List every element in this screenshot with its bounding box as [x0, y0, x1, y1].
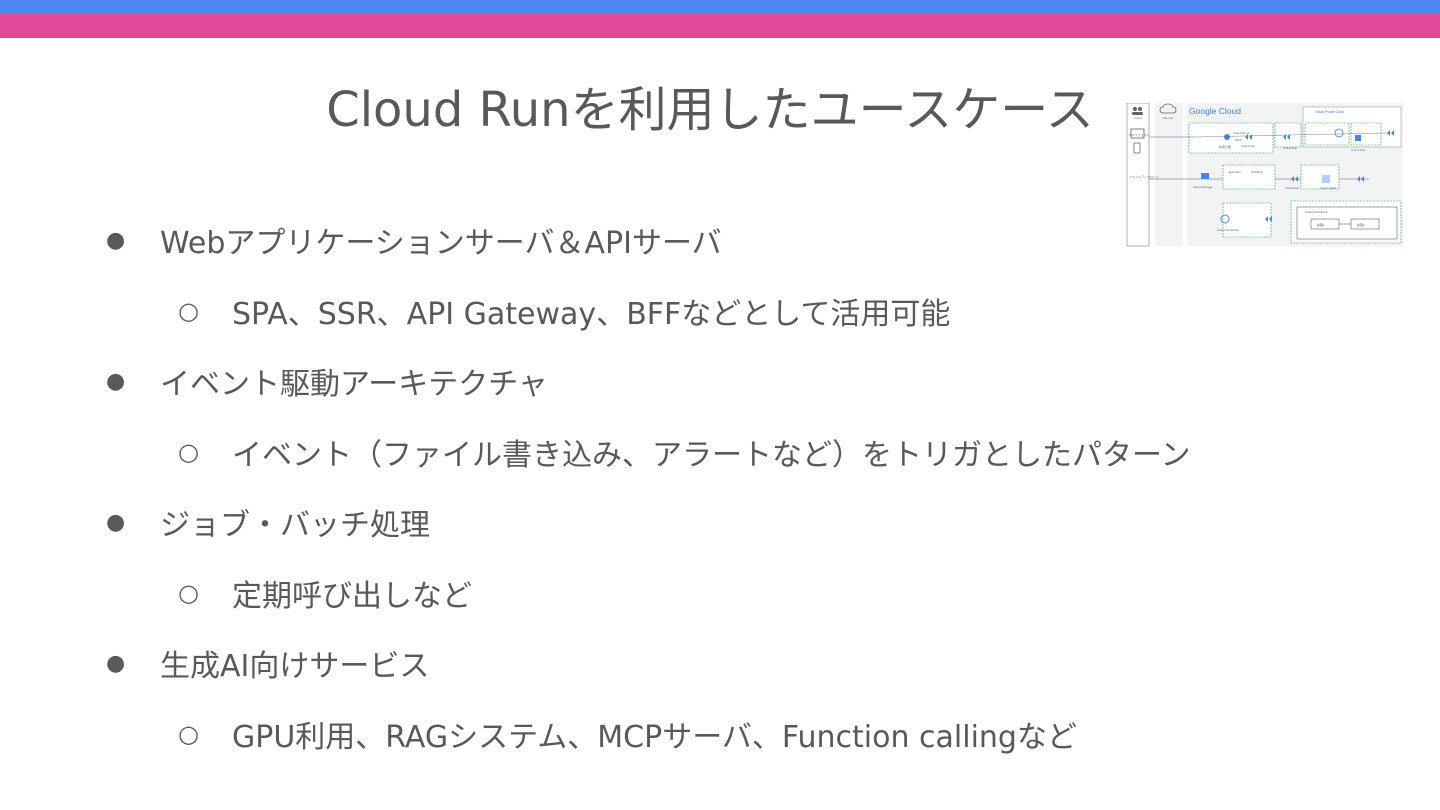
workflow-group — [1290, 200, 1402, 244]
step1-box — [1310, 218, 1340, 230]
cloud-run-icon-6 — [1265, 216, 1272, 222]
top-accent-bar-pink — [0, 14, 1440, 38]
cloud-sql-icon — [1355, 135, 1361, 141]
sub-bullet-item-web: ○ SPA、SSR、API Gateway、BFFなどとして活用可能 — [178, 291, 951, 332]
lb-group — [1188, 122, 1274, 154]
sub-bullet-marker: ○ — [178, 297, 199, 325]
cloud-workflows-label: Cloud Workflows — [1305, 210, 1328, 214]
bullet-marker: ● — [106, 509, 126, 535]
sub-bullet-marker: ○ — [178, 438, 199, 466]
sub-bullet-item-event: ○ イベント（ファイル書き込み、アラートなど）をトリガとしたパターン — [178, 432, 1191, 473]
event-group — [1222, 164, 1276, 190]
bullet-item-event: ● イベント駆動アーキテクチャ — [106, 361, 548, 402]
file-upload-label: ファイルアップロード — [1129, 174, 1159, 179]
bullet-text: 生成AI向けサービス — [160, 649, 430, 684]
google-cloud-brand: Google Cloud — [1189, 106, 1241, 116]
cloud-scheduler-icon — [1220, 214, 1230, 224]
sub-bullet-item-batch: ○ 定期呼び出しなど — [178, 573, 472, 614]
cloud-run-icon-4 — [1291, 176, 1298, 182]
top-accent-bar-blue — [0, 0, 1440, 14]
cloud-run-icon-1 — [1245, 134, 1252, 140]
sub-bullet-text: 定期呼び出しなど — [232, 579, 472, 614]
sub-bullet-marker: ○ — [178, 579, 199, 607]
cloud-scheduler-label: Cloud Scheduler — [1217, 228, 1239, 232]
waf-label: WAF — [1235, 138, 1242, 142]
sub-bullet-marker: ○ — [178, 720, 199, 748]
bullet-text: Webアプリケーションサーバ＆APIサーバ — [160, 226, 722, 261]
sub-bullet-text: GPU利用、RAGシステム、MCPサーバ、Function callingなど — [232, 720, 1077, 755]
vpc-label: Virtual Private Cloud — [1315, 110, 1344, 114]
cloud-run-label-1: Cloud Run — [1241, 144, 1256, 148]
internet-column — [1155, 103, 1183, 246]
workflows-box — [1296, 206, 1398, 240]
serverless-vpc-group — [1304, 122, 1350, 146]
internal-access-group — [1350, 122, 1382, 146]
laptop-icon — [1130, 128, 1145, 139]
client-label: Client — [1134, 116, 1142, 120]
bullet-item-web: ● Webアプリケーションサーバ＆APIサーバ — [106, 220, 722, 261]
bullet-marker: ● — [106, 650, 126, 676]
client-column — [1126, 103, 1150, 247]
sub-bullet-item-genai: ○ GPU利用、RAGシステム、MCPサーバ、Function callingな… — [178, 714, 1077, 755]
scheduler-group — [1222, 202, 1272, 238]
cloud-sql-label: Cloud SQL — [1351, 148, 1366, 152]
api-request-label: API リクエスト — [1129, 132, 1150, 137]
cloud-storage-icon — [1201, 173, 1209, 179]
cloud-icon — [1159, 103, 1177, 114]
step2-label: 処理2 — [1357, 222, 1365, 227]
cloud-tasks-icon — [1322, 175, 1330, 183]
cloud-run-label-4: Cloud Run — [1285, 186, 1300, 190]
load-balancer-label: 負荷分散 — [1219, 144, 1231, 149]
pubsub-label: Pub/Sub — [1251, 170, 1263, 174]
cloud-run-icon-2 — [1283, 134, 1290, 140]
bullet-item-genai: ● 生成AI向けサービス — [106, 643, 430, 684]
bullet-marker: ● — [106, 227, 126, 253]
sub-bullet-text: イベント（ファイル書き込み、アラートなど）をトリガとしたパターン — [232, 438, 1191, 473]
bullet-text: ジョブ・バッチ処理 — [160, 508, 430, 543]
cloud-run-icon-3 — [1387, 130, 1394, 136]
step2-box — [1350, 218, 1380, 230]
cloud-run-label-2: Cloud Run — [1283, 146, 1298, 150]
bullet-item-batch: ● ジョブ・バッチ処理 — [106, 502, 430, 543]
slide-title: Cloud Runを利用したユースケース — [326, 82, 1094, 138]
cloud-armor-label: Cloud Armor — [1233, 131, 1250, 135]
cloud-tasks-label: Cloud Tasks — [1320, 186, 1337, 190]
bullet-text: イベント駆動アーキテクチャ — [160, 367, 548, 402]
mobile-icon — [1133, 142, 1141, 154]
architecture-diagram-thumbnail: Client Internet Google Cloud Virtual Pri… — [1125, 103, 1404, 248]
cloud-run-icon-5 — [1357, 176, 1364, 182]
sub-bullet-text: SPA、SSR、API Gateway、BFFなどとして活用可能 — [232, 297, 951, 332]
bullet-marker: ● — [106, 368, 126, 394]
vpc-box — [1302, 106, 1402, 148]
vpc-connector-icon — [1334, 128, 1344, 138]
internet-label: Internet — [1163, 116, 1173, 120]
eventarc-label: Eventarc — [1229, 170, 1241, 174]
load-balancer-icon — [1224, 134, 1230, 140]
cloud-storage-label: Cloud Storage — [1193, 185, 1213, 189]
users-icon — [1132, 107, 1143, 115]
step1-label: 処理1 — [1317, 222, 1325, 227]
tasks-group — [1300, 164, 1340, 190]
